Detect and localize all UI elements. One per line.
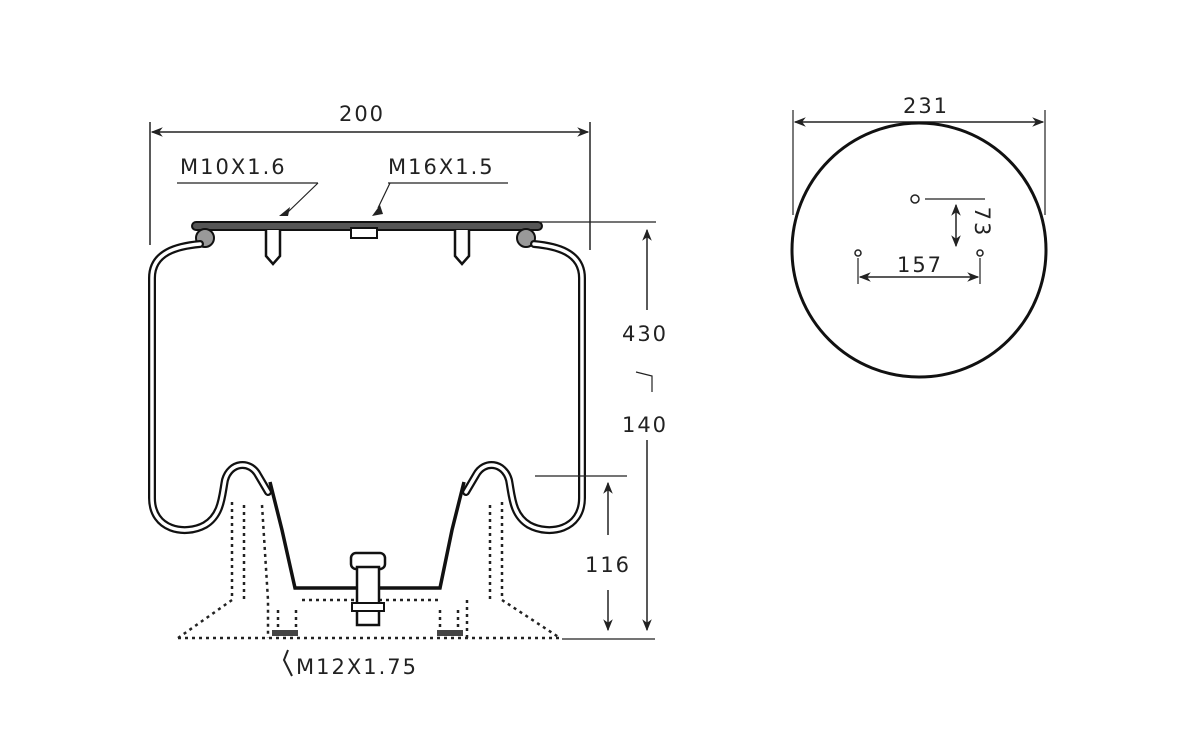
leader-arrow bbox=[372, 205, 383, 216]
air-inlet bbox=[350, 227, 378, 239]
stud-hole bbox=[976, 249, 984, 257]
top-stud bbox=[264, 230, 282, 266]
top-view: 231 73 157 bbox=[790, 94, 1048, 379]
compressed-height-label: 140 bbox=[622, 413, 668, 437]
leader-line bbox=[377, 182, 391, 209]
stud-spacing-label: 157 bbox=[897, 253, 943, 277]
diameter-label: 231 bbox=[903, 94, 949, 118]
width-label: 200 bbox=[339, 102, 385, 126]
stud-hole bbox=[854, 249, 862, 257]
side-view: 200 M10X1.6 M16X1.5 bbox=[148, 102, 668, 679]
air-inlet-label: M16X1.5 bbox=[388, 155, 495, 179]
bottom-stud-label: M12X1.75 bbox=[296, 655, 418, 679]
offset-label: 73 bbox=[970, 207, 994, 238]
bellows bbox=[148, 240, 586, 535]
separator-mark bbox=[635, 371, 653, 392]
leader-arrow bbox=[279, 207, 290, 216]
piston-height-label: 116 bbox=[585, 553, 631, 577]
leader-line bbox=[287, 182, 319, 213]
top-stud-label: M10X1.6 bbox=[180, 155, 287, 179]
bead-plate-outline bbox=[790, 121, 1048, 379]
total-height-label: 430 bbox=[622, 322, 668, 346]
top-stud bbox=[453, 230, 471, 266]
piston bbox=[177, 481, 562, 640]
leader-arrow bbox=[282, 649, 293, 677]
air-inlet-hole bbox=[910, 194, 920, 204]
